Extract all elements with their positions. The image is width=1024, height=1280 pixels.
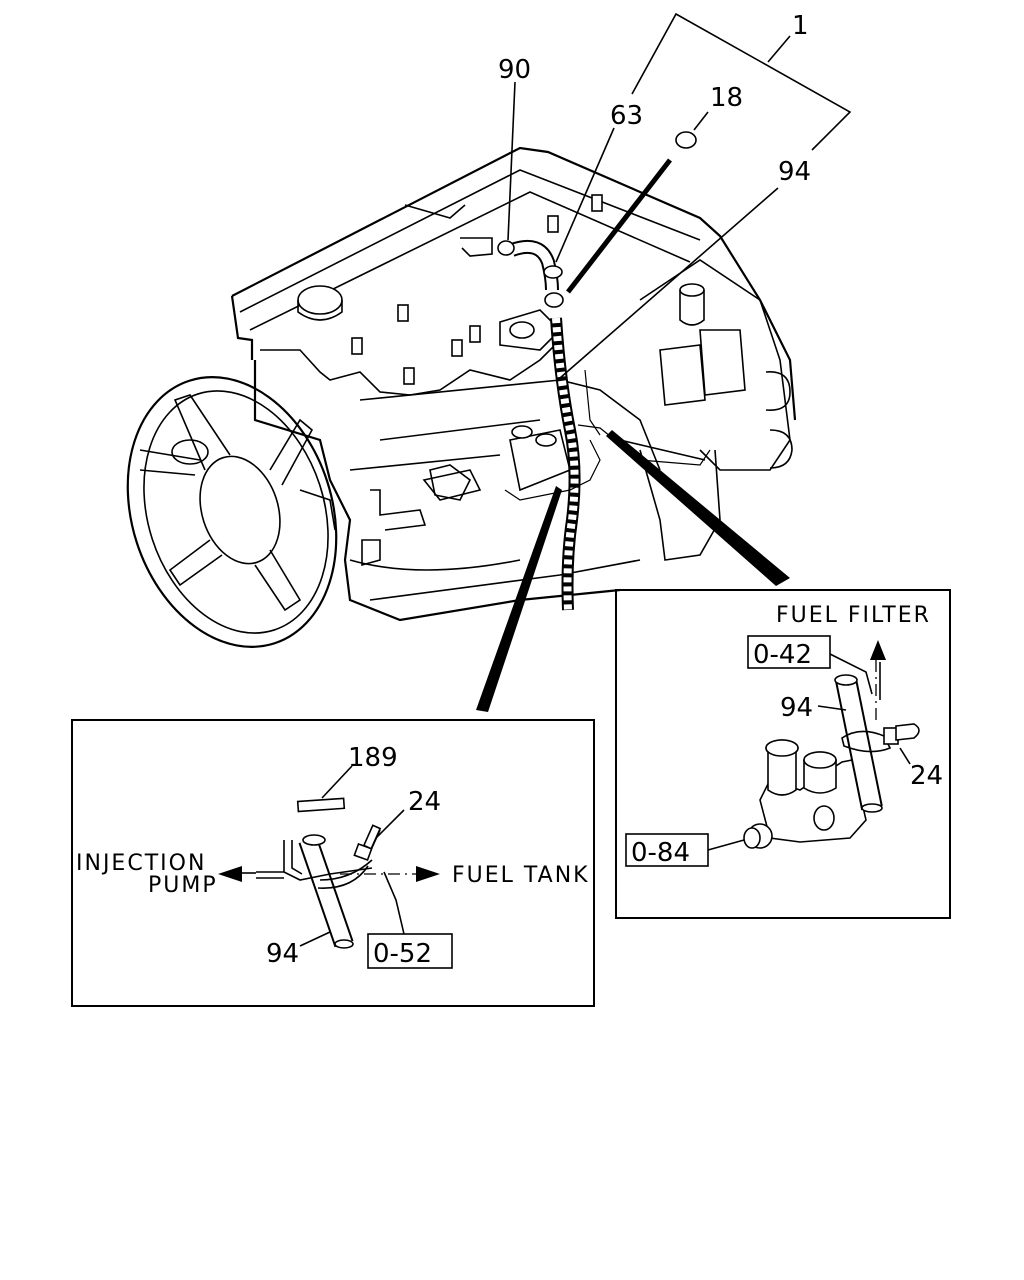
callout-24-inset: 24 [408,787,441,817]
callout-18: 18 [710,83,743,113]
leader-63 [555,127,615,263]
leader-18 [693,111,709,131]
hose-94-inset-icon [298,834,354,949]
engine-illustration [230,146,797,622]
fuel-tank-label: FUEL TANK [452,863,590,888]
injection-pump-label-line2: PUMP [148,873,218,898]
callout-90: 90 [498,55,531,85]
hose-94-corrugated-icon [550,317,581,611]
callout-24-right: 24 [910,761,943,791]
clamp-18-on-engine-icon [544,292,564,308]
callout-1: 1 [792,11,809,41]
clip-90-icon [497,240,515,256]
inset-injection-pump-fuel-tank: 189 24 INJECTION PUMP FUEL TANK 94 [71,719,595,1007]
callout-94: 94 [778,157,811,187]
ref-084-box [625,833,709,867]
callout-189: 189 [348,743,398,773]
ref-042: 0-42 [753,640,812,670]
leader-18-pointer [566,158,672,294]
ref-042-box [747,635,831,669]
cooling-fan-icon [126,376,338,648]
callout-63: 63 [610,101,643,131]
ref-052-box [367,933,453,969]
clamp-18-icon [675,131,697,149]
injector-studs [351,194,603,385]
ref-084: 0-84 [631,838,690,868]
injection-pump-label-line1: INJECTION [76,851,206,876]
arrow-right-icon [416,866,440,882]
pointer-to-right-inset [606,430,790,586]
leader-90 [507,81,516,241]
callout-94-right: 94 [780,693,813,723]
fuel-filter-housing [509,425,571,492]
fuel-filter-label: FUEL FILTER [776,603,931,628]
sleeve-189-icon [296,797,346,813]
assembly-bracket [631,12,852,151]
hose-63-icon [509,240,559,291]
ref-052: 0-52 [373,939,432,969]
callout-94-inset-left: 94 [266,939,299,969]
inset-fuel-filter: FUEL FILTER 0-42 [615,589,951,919]
leader-94 [559,187,779,379]
filter-head-icon [743,739,867,849]
arrow-left-icon [218,866,242,882]
pointer-to-left-inset [476,486,562,712]
arrow-up-icon [870,640,886,660]
hose-94-right-icon [834,674,883,813]
oil-filler-cap-icon [297,285,343,315]
